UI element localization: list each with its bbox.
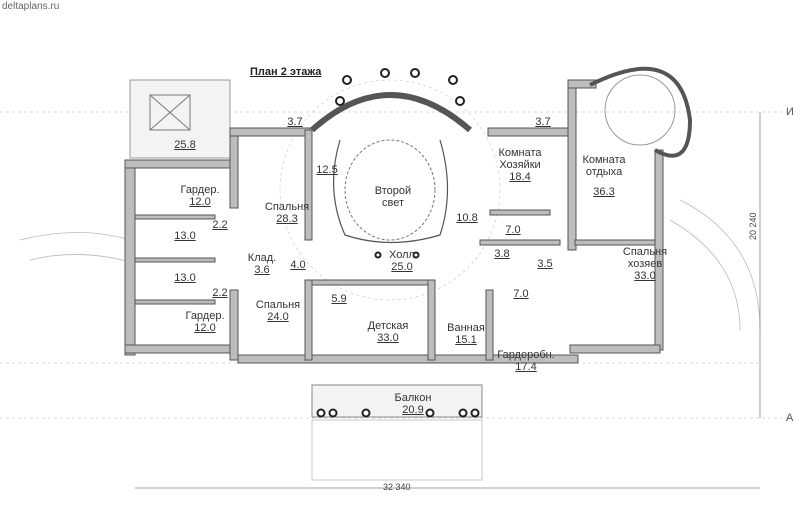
room-area: 3.6 bbox=[254, 264, 270, 276]
room-name: Комната отдыха bbox=[582, 154, 626, 178]
plan-title: План 2 этажа bbox=[250, 66, 322, 78]
room-wardrobe-lower: Гардер.12.0 bbox=[185, 310, 224, 334]
room-name: Спальня bbox=[264, 201, 310, 213]
room-area: 3.8 bbox=[494, 248, 510, 260]
room-area: 10.8 bbox=[456, 212, 478, 224]
room-stair: 12.5 bbox=[316, 164, 337, 176]
room-vestibule-upper: 2.2 bbox=[212, 219, 227, 231]
room-wc: 5.9 bbox=[331, 293, 346, 305]
room-area: 25.8 bbox=[174, 139, 196, 151]
room-area: 18.4 bbox=[509, 171, 531, 183]
room-storage: Клад.3.6 bbox=[248, 252, 276, 276]
room-area: 2.2 bbox=[212, 219, 228, 231]
room-area: 12.0 bbox=[189, 196, 211, 208]
room-dressing: Гардеробн.17.4 bbox=[497, 349, 555, 373]
room-name: Балкон bbox=[394, 392, 432, 404]
room-area: 7.0 bbox=[505, 224, 521, 236]
room-lounge: Комната отдыха 36.3 bbox=[574, 154, 634, 198]
room-area: 3.7 bbox=[535, 116, 551, 128]
room-second-light: Второй свет bbox=[368, 185, 418, 209]
room-gallery: 10.8 bbox=[456, 212, 477, 224]
room-area: 33.0 bbox=[377, 332, 399, 344]
room-area: 36.3 bbox=[593, 186, 615, 198]
room-name: Гардер. bbox=[185, 310, 225, 322]
room-bath-upper: 13.0 bbox=[174, 230, 195, 242]
room-area: 13.0 bbox=[174, 230, 196, 242]
depth-dimension: 20 240 bbox=[748, 212, 758, 240]
room-bath-lower: 13.0 bbox=[174, 272, 195, 284]
room-area: 7.0 bbox=[513, 288, 529, 300]
room-name: Детская bbox=[367, 320, 409, 332]
room-area: 2.2 bbox=[212, 287, 228, 299]
room-name: Гардер. bbox=[180, 184, 220, 196]
room-area: 4.0 bbox=[290, 259, 306, 271]
room-name: Второй свет bbox=[374, 185, 412, 209]
room-name: Спальня bbox=[255, 299, 301, 311]
room-name: Спальня хозяев bbox=[622, 246, 668, 270]
room-corridor-right-lower: 7.0 bbox=[513, 288, 528, 300]
room-area: 3.5 bbox=[537, 258, 553, 270]
width-dimension: 32 340 bbox=[383, 482, 411, 492]
room-shower: 3.5 bbox=[537, 258, 552, 270]
axis-label-bottom: А bbox=[786, 412, 794, 424]
room-name: Комната Хозяйки bbox=[498, 147, 542, 171]
room-area: 20.9 bbox=[402, 404, 424, 416]
room-vestibule-lower: 2.2 bbox=[212, 287, 227, 299]
room-area: 3.7 bbox=[287, 116, 303, 128]
site-watermark: deltaplans.ru bbox=[2, 1, 60, 12]
room-corridor-right: 7.0 bbox=[505, 224, 520, 236]
room-area: 13.0 bbox=[174, 272, 196, 284]
room-area: 15.1 bbox=[455, 334, 477, 346]
room-area: 28.3 bbox=[276, 213, 298, 225]
room-stair-small: 3.8 bbox=[494, 248, 509, 260]
room-name: Клад. bbox=[247, 252, 277, 264]
room-area: 12.0 bbox=[194, 322, 216, 334]
room-name: Гардеробн. bbox=[497, 349, 555, 361]
room-name: Ванная bbox=[447, 322, 485, 334]
axis-label-top: И bbox=[786, 106, 794, 118]
room-terrace-left: 25.8 bbox=[174, 139, 195, 151]
room-area: 12.5 bbox=[316, 164, 338, 176]
room-wardrobe-upper: Гардер.12.0 bbox=[180, 184, 219, 208]
room-area: 17.4 bbox=[515, 361, 537, 373]
room-name: Холл bbox=[389, 249, 415, 261]
room-corridor-left: 4.0 bbox=[290, 259, 305, 271]
room-area: 24.0 bbox=[267, 311, 289, 323]
room-balcony-small-right: 3.7 bbox=[535, 116, 550, 128]
room-balcony-small: 3.7 bbox=[287, 116, 302, 128]
room-area: 25.0 bbox=[391, 261, 413, 273]
room-area: 33.0 bbox=[634, 270, 656, 282]
room-area: 5.9 bbox=[331, 293, 347, 305]
